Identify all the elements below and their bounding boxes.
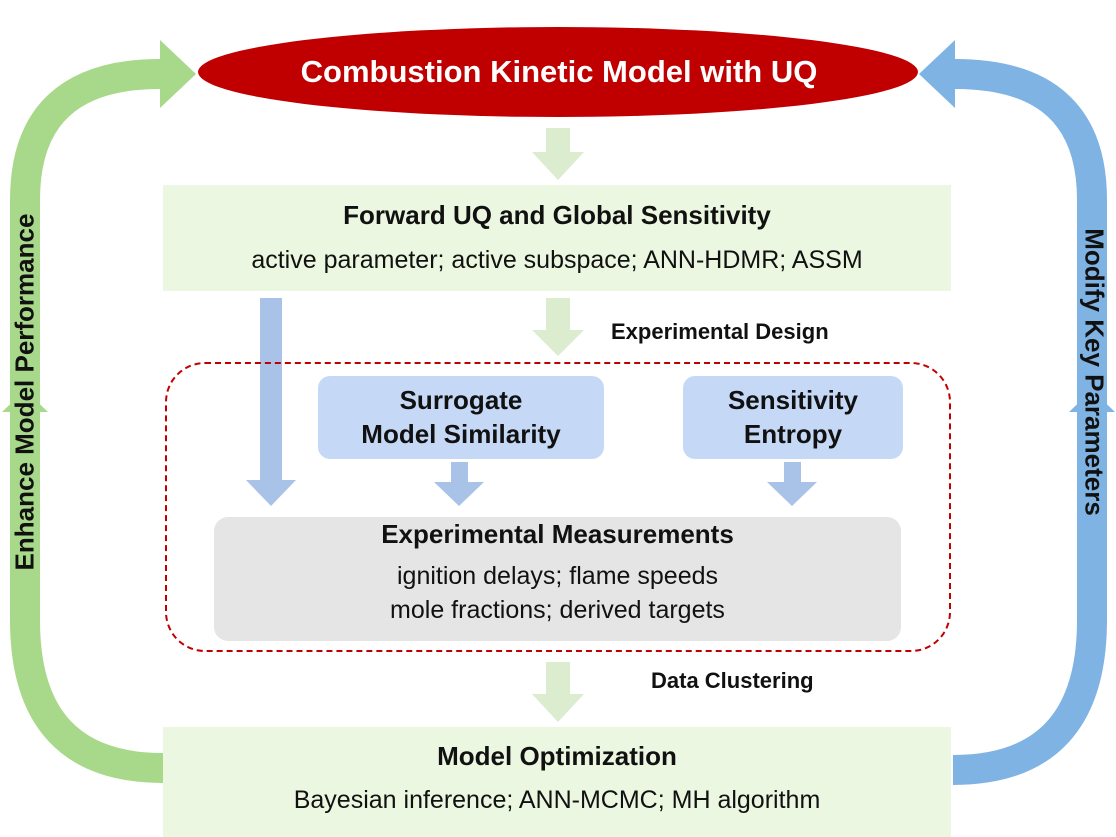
measurements-line1: ignition delays; flame speeds [396,562,719,590]
enhance-loop-mid-arrowhead [2,390,48,412]
enhance-loop-arrowhead [160,40,196,108]
surrogate-line1: Surrogate [399,384,523,415]
modify-parameters-label: Modify Key Parameters [1079,228,1110,516]
entropy-line2: Entropy [743,418,843,449]
arrow-surrogate-to-measurements [434,462,484,506]
sensitivity-entropy-box: Sensitivity Entropy [683,376,903,459]
experimental-design-label: Experimental Design [611,319,829,344]
title-banner: Combustion Kinetic Model with UQ [300,54,818,89]
enhance-loop-arrow [10,59,164,783]
data-clustering-label: Data Clustering [651,668,814,693]
arrow-entropy-to-measurements [767,462,817,506]
measurements-title: Experimental Measurements [381,519,734,549]
optimization-methods: Bayesian inference; ANN-MCMC; MH algorit… [293,786,821,814]
modify-loop-arrowhead [919,40,955,108]
arrow-forward-to-measurements [246,298,296,506]
arrow-measurements-to-optimization [532,662,584,722]
forward-uq-methods: active parameter; active subspace; ANN-H… [251,246,863,274]
optimization-title: Model Optimization [437,741,677,771]
enhance-performance-label: Enhance Model Performance [9,213,40,571]
forward-uq-title: Forward UQ and Global Sensitivity [343,200,771,230]
title-ellipse [198,27,918,117]
modify-loop-mid-arrowhead [1069,390,1115,412]
surrogate-similarity-box: Surrogate Model Similarity [318,376,604,459]
model-optimization-box [163,727,951,837]
arrow-title-to-forward [532,128,584,180]
arrow-forward-to-design [532,298,584,356]
modify-loop-arrow [952,59,1107,785]
experimental-design-region [165,362,951,652]
entropy-line1: Sensitivity [727,384,859,415]
forward-uq-box [163,185,951,291]
experimental-measurements-box [214,517,901,641]
measurements-line2: mole fractions; derived targets [390,596,725,624]
surrogate-line2: Model Similarity [361,418,561,449]
